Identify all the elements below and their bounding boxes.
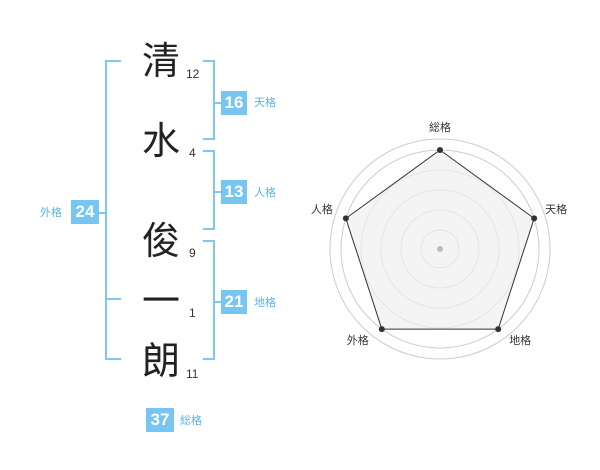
radar-point-4: [378, 326, 385, 333]
chikaku-label: 地格: [254, 296, 276, 309]
name-char-2: 水: [141, 119, 180, 163]
jinkaku-label: 人格: [254, 186, 276, 199]
jinkaku-bracket-vertical: [213, 150, 215, 230]
stroke-count-2: 4: [189, 146, 196, 160]
chikaku-bracket-vertical: [213, 240, 215, 360]
radar-point-3: [495, 326, 502, 333]
jinkaku-badge: 13: [221, 180, 247, 204]
chikaku-bracket-top: [203, 240, 215, 242]
chikaku-badge: 21: [221, 290, 247, 314]
radar-axis-label-2: 天格: [545, 203, 568, 217]
name-char-4: 一: [141, 279, 180, 323]
stroke-count-3: 9: [189, 246, 196, 260]
jinkaku-bracket-stem: [213, 191, 221, 193]
chikaku-bracket-bottom: [203, 358, 215, 360]
tenkaku-bracket-top: [203, 60, 215, 62]
radar-polygon: [345, 149, 535, 330]
jinkaku-bracket-top: [203, 150, 215, 152]
name-char-1: 清: [141, 39, 180, 83]
gaikaku-bracket-vertical: [105, 60, 107, 360]
radar-axis-label-5: 人格: [310, 203, 333, 217]
stroke-count-1: 12: [186, 67, 200, 81]
name-char-5: 朗: [141, 339, 180, 383]
name-char-3: 俊: [141, 219, 180, 263]
stroke-count-4: 1: [189, 306, 196, 320]
radar-point-2: [531, 215, 538, 222]
radar-point-1: [437, 147, 443, 153]
soukaku-badge: 37: [146, 408, 174, 432]
radar-center-dot: [437, 246, 443, 252]
gaikaku-badge: 24: [71, 200, 99, 224]
tenkaku-bracket-stem: [213, 102, 221, 104]
stroke-count-5: 11: [186, 367, 199, 381]
radar-point-5: [342, 215, 349, 222]
radar-axis-label-1: 総格: [429, 121, 451, 134]
gaikaku-bracket-top: [105, 60, 121, 62]
radar-axis-label-4: 外格: [346, 334, 369, 348]
gaikaku-bracket-bottom: [105, 358, 121, 360]
tenkaku-label: 天格: [254, 96, 276, 109]
gaikaku-bracket-stem: [92, 212, 106, 214]
tenkaku-badge: 16: [221, 91, 247, 115]
radar-axis-label-3: 地格: [509, 334, 532, 348]
gaikaku-label: 外格: [40, 206, 62, 219]
chikaku-bracket-stem: [213, 301, 221, 303]
radar-points: [342, 147, 538, 333]
soukaku-label: 総格: [180, 414, 202, 427]
jinkaku-bracket-bottom: [203, 228, 215, 230]
tenkaku-bracket-vertical: [213, 60, 215, 140]
fortune-radar-chart: [329, 138, 551, 360]
radar-ring-1: [329, 138, 551, 360]
tenkaku-bracket-bottom: [203, 138, 215, 140]
gaikaku-bracket-mid: [105, 298, 121, 300]
